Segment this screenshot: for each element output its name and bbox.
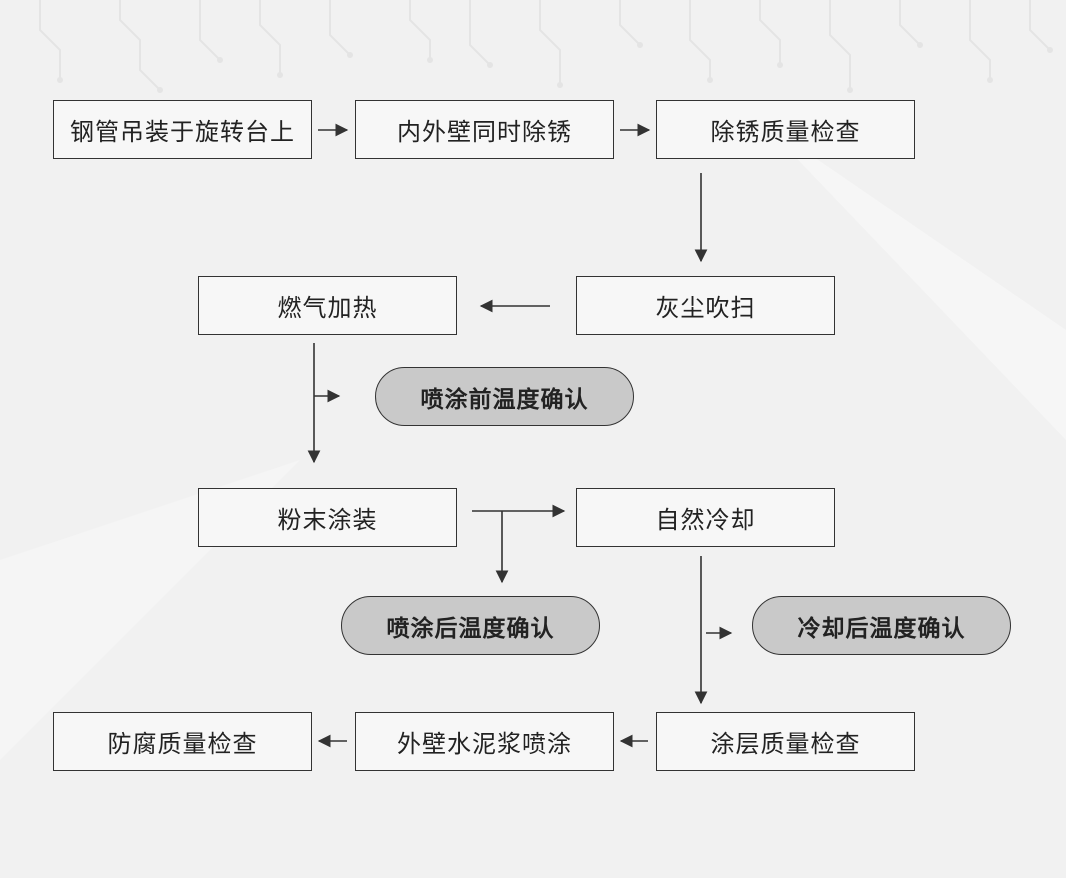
- step-derust-check-label: 除锈质量检查: [710, 118, 861, 146]
- check-post-cool-temp-pill: 冷却后温度确认: [752, 596, 1011, 655]
- step-derust-label: 内外壁同时除锈: [397, 118, 572, 146]
- step-gas-heat-box: 燃气加热: [198, 276, 457, 335]
- step-coating-check-box: 涂层质量检查: [656, 712, 915, 771]
- step-cement-spray-box: 外壁水泥浆喷涂: [355, 712, 614, 771]
- step-powder-coat-box: 粉末涂装: [198, 488, 457, 547]
- check-post-spray-temp-pill: 喷涂后温度确认: [341, 596, 600, 655]
- check-pre-spray-temp-pill: 喷涂前温度确认: [375, 367, 634, 426]
- step-powder-coat-label: 粉末涂装: [277, 506, 378, 534]
- check-post-cool-temp-label: 冷却后温度确认: [797, 615, 966, 642]
- step-dust-blow-label: 灰尘吹扫: [655, 294, 756, 322]
- step-dust-blow-box: 灰尘吹扫: [576, 276, 835, 335]
- step-anticorrosion-check-label: 防腐质量检查: [107, 730, 258, 758]
- step-derust-box: 内外壁同时除锈: [355, 100, 614, 159]
- step-coating-check-label: 涂层质量检查: [710, 730, 861, 758]
- step-derust-check-box: 除锈质量检查: [656, 100, 915, 159]
- check-pre-spray-temp-label: 喷涂前温度确认: [420, 386, 589, 413]
- check-post-spray-temp-label: 喷涂后温度确认: [386, 615, 555, 642]
- step-cement-spray-label: 外壁水泥浆喷涂: [397, 730, 572, 758]
- step-hoist-box: 钢管吊装于旋转台上: [53, 100, 312, 159]
- step-natural-cool-box: 自然冷却: [576, 488, 835, 547]
- step-hoist-label: 钢管吊装于旋转台上: [70, 118, 295, 146]
- step-gas-heat-label: 燃气加热: [277, 294, 378, 322]
- step-anticorrosion-check-box: 防腐质量检查: [53, 712, 312, 771]
- step-natural-cool-label: 自然冷却: [655, 506, 756, 534]
